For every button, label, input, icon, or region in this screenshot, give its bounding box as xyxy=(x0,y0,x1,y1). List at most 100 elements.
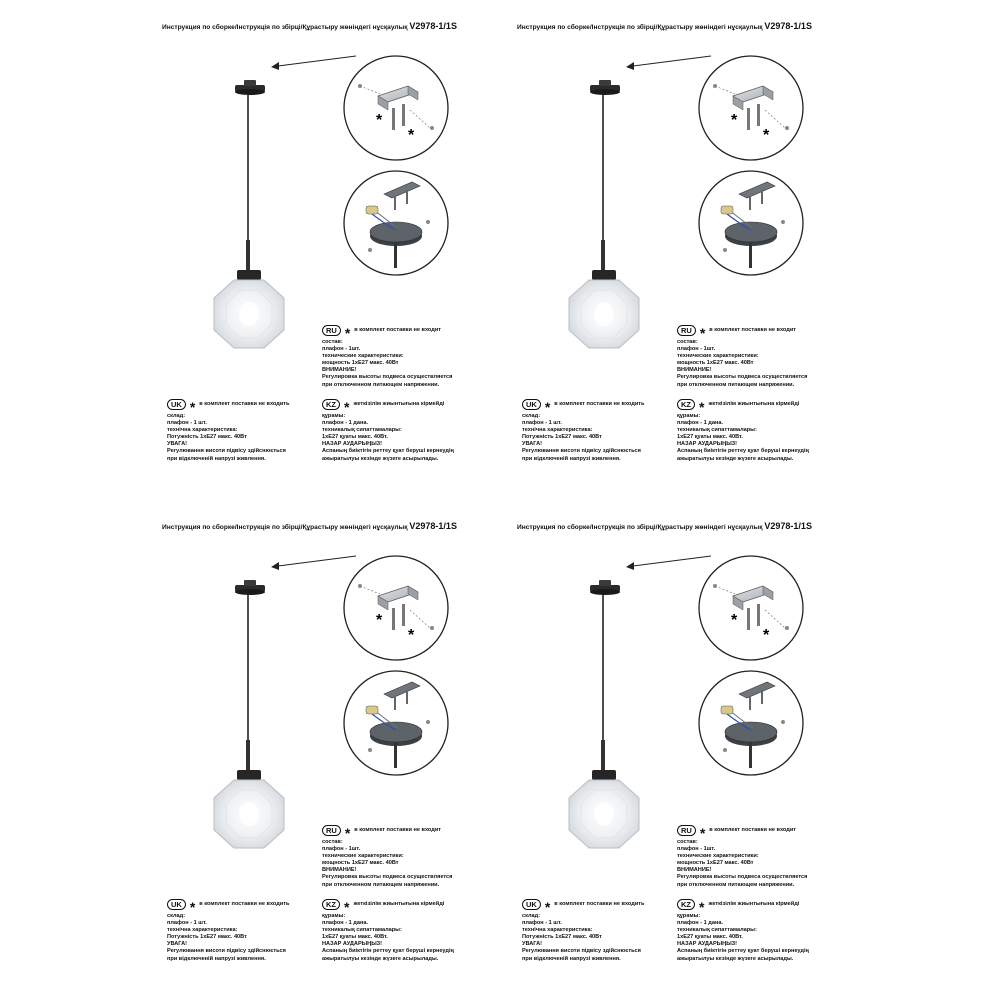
asterisk-icon: * xyxy=(731,112,738,129)
uk-composition: плафон - 1 шт. xyxy=(167,920,207,927)
ru-warning-label: ВНИМАНИЕ! xyxy=(677,867,712,874)
assembly-illustration: * * xyxy=(213,55,449,349)
uk-warning-line: Регулювання висоти підвісу здійснюється xyxy=(522,948,641,955)
uk-composition: плафон - 1 шт. xyxy=(522,920,562,927)
kz-warning-line: Аспаның биіктігін реттеу қуат беруші кер… xyxy=(677,448,809,455)
uk-specs-label: технічна характеристика: xyxy=(522,427,593,434)
kz-warning-line: ажыратылуы кезінде жүзеге асырылады. xyxy=(677,455,794,462)
ru-badge: RU xyxy=(677,825,696,836)
assembly-illustration: * * xyxy=(568,55,804,349)
uk-composition-label: склад: xyxy=(522,913,541,919)
ru-note: в комплект поставки не входит xyxy=(354,326,441,333)
ceiling-canopy-icon xyxy=(698,670,804,776)
kz-section: KZ * жеткізілім жиынтығына кірмейді құра… xyxy=(322,899,454,963)
ceiling-canopy-icon xyxy=(343,170,449,276)
ru-note: в комплект поставки не входит xyxy=(354,826,441,833)
kz-specs-label: техникалық сипаттамалары: xyxy=(322,927,402,934)
kz-warning-label: НАЗАР АУДАРЫҢЫЗ! xyxy=(677,941,738,948)
ru-warning-line: при отключенном питающем напряжении. xyxy=(322,381,440,388)
uk-specs: Потужність 1xE27 макс. 40Вт xyxy=(522,434,602,441)
instruction-title: Инструкция по сборке/Інструкція по збірц… xyxy=(162,521,457,531)
title-text: Инструкция по сборке/Інструкція по збірц… xyxy=(517,24,763,31)
ru-badge: RU xyxy=(677,325,696,336)
uk-warning-line: при відключеній напрузі живлення. xyxy=(522,455,621,462)
ru-warning-line: при отключенном питающем напряжении. xyxy=(322,881,440,888)
ru-composition-label: состав: xyxy=(677,839,698,845)
kz-composition: плафон - 1 дана. xyxy=(322,920,369,927)
kz-specs-label: техникалық сипаттамалары: xyxy=(677,427,757,434)
kz-composition: плафон - 1 дана. xyxy=(677,920,724,927)
ru-composition: плафон - 1шт. xyxy=(322,346,361,353)
ru-composition: плафон - 1шт. xyxy=(677,346,716,353)
asterisk-icon: * xyxy=(731,612,738,629)
kz-specs-label: техникалық сипаттамалары: xyxy=(322,427,402,434)
kz-specs: 1xE27 қуаты макс. 40Вт. xyxy=(677,434,743,441)
uk-warning-line: Регулювання висоти підвісу здійснюється xyxy=(522,448,641,455)
ru-note: в комплект поставки не входит xyxy=(709,326,796,333)
uk-note: в комплект поставки не входить xyxy=(199,900,290,907)
ru-warning-line: Регулировка высоты подвеса осуществляетс… xyxy=(677,874,808,881)
uk-warning-line: Регулювання висоти підвісу здійснюється xyxy=(167,448,286,455)
panel-top-right: Инструкция по сборке/Інструкція по збірц… xyxy=(355,0,855,500)
uk-note: в комплект поставки не входить xyxy=(199,400,290,407)
kz-specs-label: техникалық сипаттамалары: xyxy=(677,927,757,934)
ru-specs-label: технические характеристики: xyxy=(322,353,404,360)
kz-composition-label: құрамы: xyxy=(322,913,346,919)
kz-note: жеткізілім жиынтығына кірмейді xyxy=(708,400,800,407)
ceiling-canopy-icon xyxy=(343,670,449,776)
asterisk-icon: * xyxy=(408,627,415,644)
ru-warning-label: ВНИМАНИЕ! xyxy=(322,367,357,374)
ru-composition: плафон - 1шт. xyxy=(322,846,361,853)
ru-section: RU * в комплект поставки не входит соста… xyxy=(677,825,807,889)
kz-section: KZ * жеткізілім жиынтығына кірмейді құра… xyxy=(322,399,454,463)
ru-composition-label: состав: xyxy=(322,339,343,345)
kz-note: жеткізілім жиынтығына кірмейді xyxy=(353,400,445,407)
ru-warning-line: Регулировка высоты подвеса осуществляетс… xyxy=(322,874,453,881)
ru-composition: плафон - 1шт. xyxy=(677,846,716,853)
uk-specs: Потужність 1xE27 макс. 40Вт xyxy=(522,934,602,941)
kz-badge: KZ xyxy=(677,399,695,410)
asterisk-icon: * xyxy=(344,324,351,341)
kz-composition-label: құрамы: xyxy=(322,413,346,419)
ru-badge: RU xyxy=(322,825,341,836)
uk-warning-line: при відключеній напрузі живлення. xyxy=(167,955,266,962)
uk-badge: UK xyxy=(167,399,186,410)
ru-badge: RU xyxy=(322,325,341,336)
kz-specs: 1xE27 қуаты макс. 40Вт. xyxy=(677,934,743,941)
asterisk-icon: * xyxy=(699,324,706,341)
model-number: V2978-1/1S xyxy=(409,21,457,31)
uk-composition-label: склад: xyxy=(522,413,541,419)
asterisk-icon: * xyxy=(544,898,551,915)
uk-warning-line: при відключеній напрузі живлення. xyxy=(522,955,621,962)
kz-warning-line: ажыратылуы кезінде жүзеге асырылады. xyxy=(677,955,794,962)
model-number: V2978-1/1S xyxy=(409,521,457,531)
kz-specs: 1xE27 қуаты макс. 40Вт. xyxy=(322,934,388,941)
panel-top-left: Инструкция по сборке/Інструкція по збірц… xyxy=(0,0,500,500)
ru-composition-label: состав: xyxy=(322,839,343,845)
uk-warning-label: УВАГА! xyxy=(167,941,188,948)
uk-composition: плафон - 1 шт. xyxy=(522,420,562,427)
ru-warning-label: ВНИМАНИЕ! xyxy=(677,367,712,374)
title-text: Инструкция по сборке/Інструкція по збірц… xyxy=(517,524,763,531)
instruction-title: Инструкция по сборке/Інструкція по збірц… xyxy=(517,21,812,31)
asterisk-icon: * xyxy=(344,898,350,915)
title-text: Инструкция по сборке/Інструкція по збірц… xyxy=(162,524,408,531)
ru-section: RU * в комплект поставки не входит соста… xyxy=(677,325,807,389)
ru-specs: мощность 1xE27 макс. 40Вт xyxy=(677,860,754,867)
ru-specs-label: технические характеристики: xyxy=(677,853,759,860)
ru-specs-label: технические характеристики: xyxy=(677,353,759,360)
assembly-illustration: * * xyxy=(568,555,804,849)
kz-warning-line: Аспаның биіктігін реттеу қуат беруші кер… xyxy=(322,948,454,955)
kz-composition-label: құрамы: xyxy=(677,913,701,919)
ru-warning-label: ВНИМАНИЕ! xyxy=(322,867,357,874)
ru-warning-line: Регулировка высоты подвеса осуществляетс… xyxy=(677,374,808,381)
uk-badge: UK xyxy=(522,399,541,410)
asterisk-icon: * xyxy=(376,612,383,629)
uk-section: UK * в комплект поставки не входить скла… xyxy=(167,399,289,463)
kz-badge: KZ xyxy=(322,899,340,910)
pointer-arrow-icon xyxy=(626,555,712,570)
kz-section: KZ * жеткізілім жиынтығына кірмейді құра… xyxy=(677,899,809,963)
asterisk-icon: * xyxy=(544,398,551,415)
ru-section: RU * в комплект поставки не входит соста… xyxy=(322,825,452,889)
asterisk-icon: * xyxy=(699,398,705,415)
